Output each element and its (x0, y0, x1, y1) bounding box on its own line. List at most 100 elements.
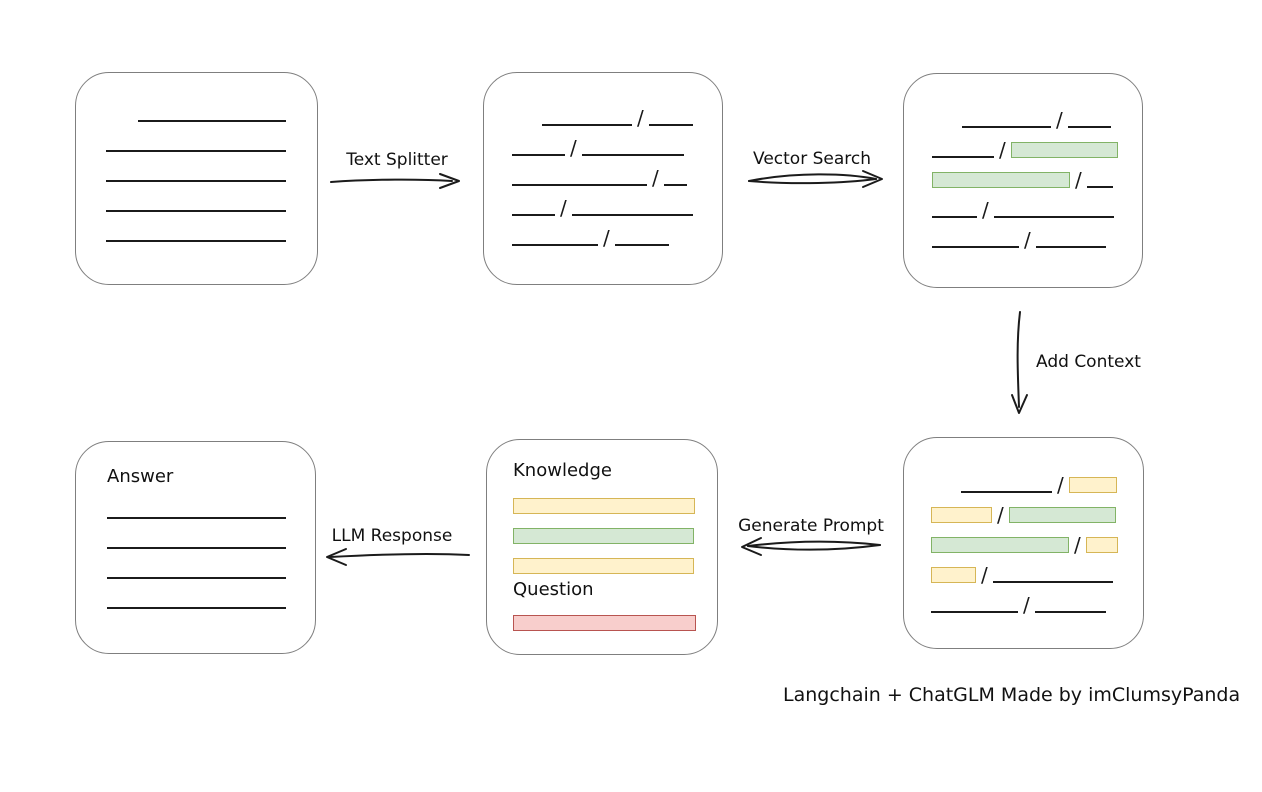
text-line (512, 184, 647, 186)
slash-separator: / (1056, 108, 1063, 132)
text-line (512, 214, 555, 216)
text-line (932, 246, 1019, 248)
text-row: / (932, 158, 1118, 192)
text-row (107, 549, 286, 579)
slash-separator: / (1057, 473, 1064, 497)
slash-separator: / (570, 136, 577, 160)
llm-response-label: LLM Response (331, 526, 453, 546)
chunks-box: / / / / / (483, 72, 723, 285)
text-row (107, 519, 286, 549)
slash-separator: / (652, 166, 659, 190)
yellow-highlight (513, 558, 694, 574)
text-line (1035, 246, 1106, 248)
text-line (932, 156, 994, 158)
text-line (992, 581, 1113, 583)
text-row (513, 601, 696, 631)
green-highlight (513, 528, 694, 544)
yellow-highlight (1085, 537, 1118, 553)
diagram-caption: Langchain + ChatGLM Made by imClumsyPand… (783, 684, 1241, 706)
text-row (107, 489, 286, 519)
text-row: / (512, 156, 693, 190)
text-line (107, 577, 286, 579)
vector-matches-box: ///// (903, 73, 1143, 288)
text-line (1067, 126, 1111, 128)
text-line (932, 216, 977, 218)
yellow-highlight (513, 498, 695, 514)
green-highlight (931, 537, 1069, 553)
text-splitter-arrow (330, 173, 460, 189)
yellow-highlight (1068, 477, 1117, 493)
text-line (512, 154, 565, 156)
prompt-box: Knowledge Question (486, 439, 718, 655)
text-line (107, 547, 286, 549)
slash-separator: / (981, 563, 988, 587)
generate-prompt-label: Generate Prompt (738, 516, 884, 536)
text-line (931, 611, 1018, 613)
text-row: / (932, 218, 1118, 250)
text-row (106, 182, 286, 212)
text-row: / (931, 523, 1118, 557)
yellow-highlight (931, 507, 992, 523)
text-line (961, 491, 1052, 493)
text-line (962, 126, 1051, 128)
text-row: / (932, 188, 1118, 222)
text-line (581, 154, 684, 156)
green-highlight (932, 172, 1070, 188)
text-row: / (931, 493, 1118, 525)
context-lines: ///// (931, 463, 1118, 617)
text-line (614, 244, 669, 246)
text-row: / (962, 98, 1118, 132)
slash-separator: / (603, 226, 610, 250)
answer-lines (107, 489, 286, 609)
text-line (542, 124, 632, 126)
text-line (107, 607, 286, 609)
text-row (138, 92, 286, 122)
text-line (571, 214, 693, 216)
text-row (513, 484, 695, 514)
question-label: Question (513, 579, 594, 600)
text-row: / (542, 96, 693, 128)
text-line (1034, 611, 1106, 613)
answer-label: Answer (107, 466, 174, 487)
text-row: / (512, 216, 693, 250)
text-line (106, 210, 286, 212)
text-row: / (932, 128, 1118, 160)
text-row: / (961, 463, 1118, 497)
add-context-label: Add Context (1036, 352, 1141, 372)
text-row (513, 544, 695, 574)
text-row (106, 122, 286, 152)
text-row: / (931, 583, 1118, 617)
text-line (106, 240, 286, 242)
green-highlight (1008, 507, 1116, 523)
text-row (106, 152, 286, 182)
yellow-highlight (931, 567, 976, 583)
text-row: / (512, 126, 693, 160)
vector-match-lines: ///// (932, 98, 1118, 250)
knowledge-label: Knowledge (513, 460, 612, 481)
question-bar (513, 601, 696, 631)
text-line (512, 244, 598, 246)
vector-search-label: Vector Search (753, 149, 871, 169)
text-row (513, 514, 695, 544)
text-row: / (931, 553, 1118, 587)
text-line (106, 150, 286, 152)
context-box: ///// (903, 437, 1144, 649)
slash-separator: / (1023, 593, 1030, 617)
slash-separator: / (982, 198, 989, 222)
slash-separator: / (560, 196, 567, 220)
text-row (107, 579, 286, 609)
text-splitter-label: Text Splitter (346, 150, 448, 170)
slash-separator: / (1074, 533, 1081, 557)
text-line (648, 124, 693, 126)
slash-separator: / (1075, 168, 1082, 192)
add-context-arrow (1011, 311, 1028, 414)
document-lines (106, 92, 286, 242)
document-box (75, 72, 318, 285)
generate-prompt-arrow (741, 537, 881, 556)
red-highlight (513, 615, 696, 631)
text-row (106, 212, 286, 242)
vector-search-arrow (748, 170, 883, 188)
text-line (663, 184, 687, 186)
text-line (993, 216, 1114, 218)
answer-box: Answer (75, 441, 316, 654)
